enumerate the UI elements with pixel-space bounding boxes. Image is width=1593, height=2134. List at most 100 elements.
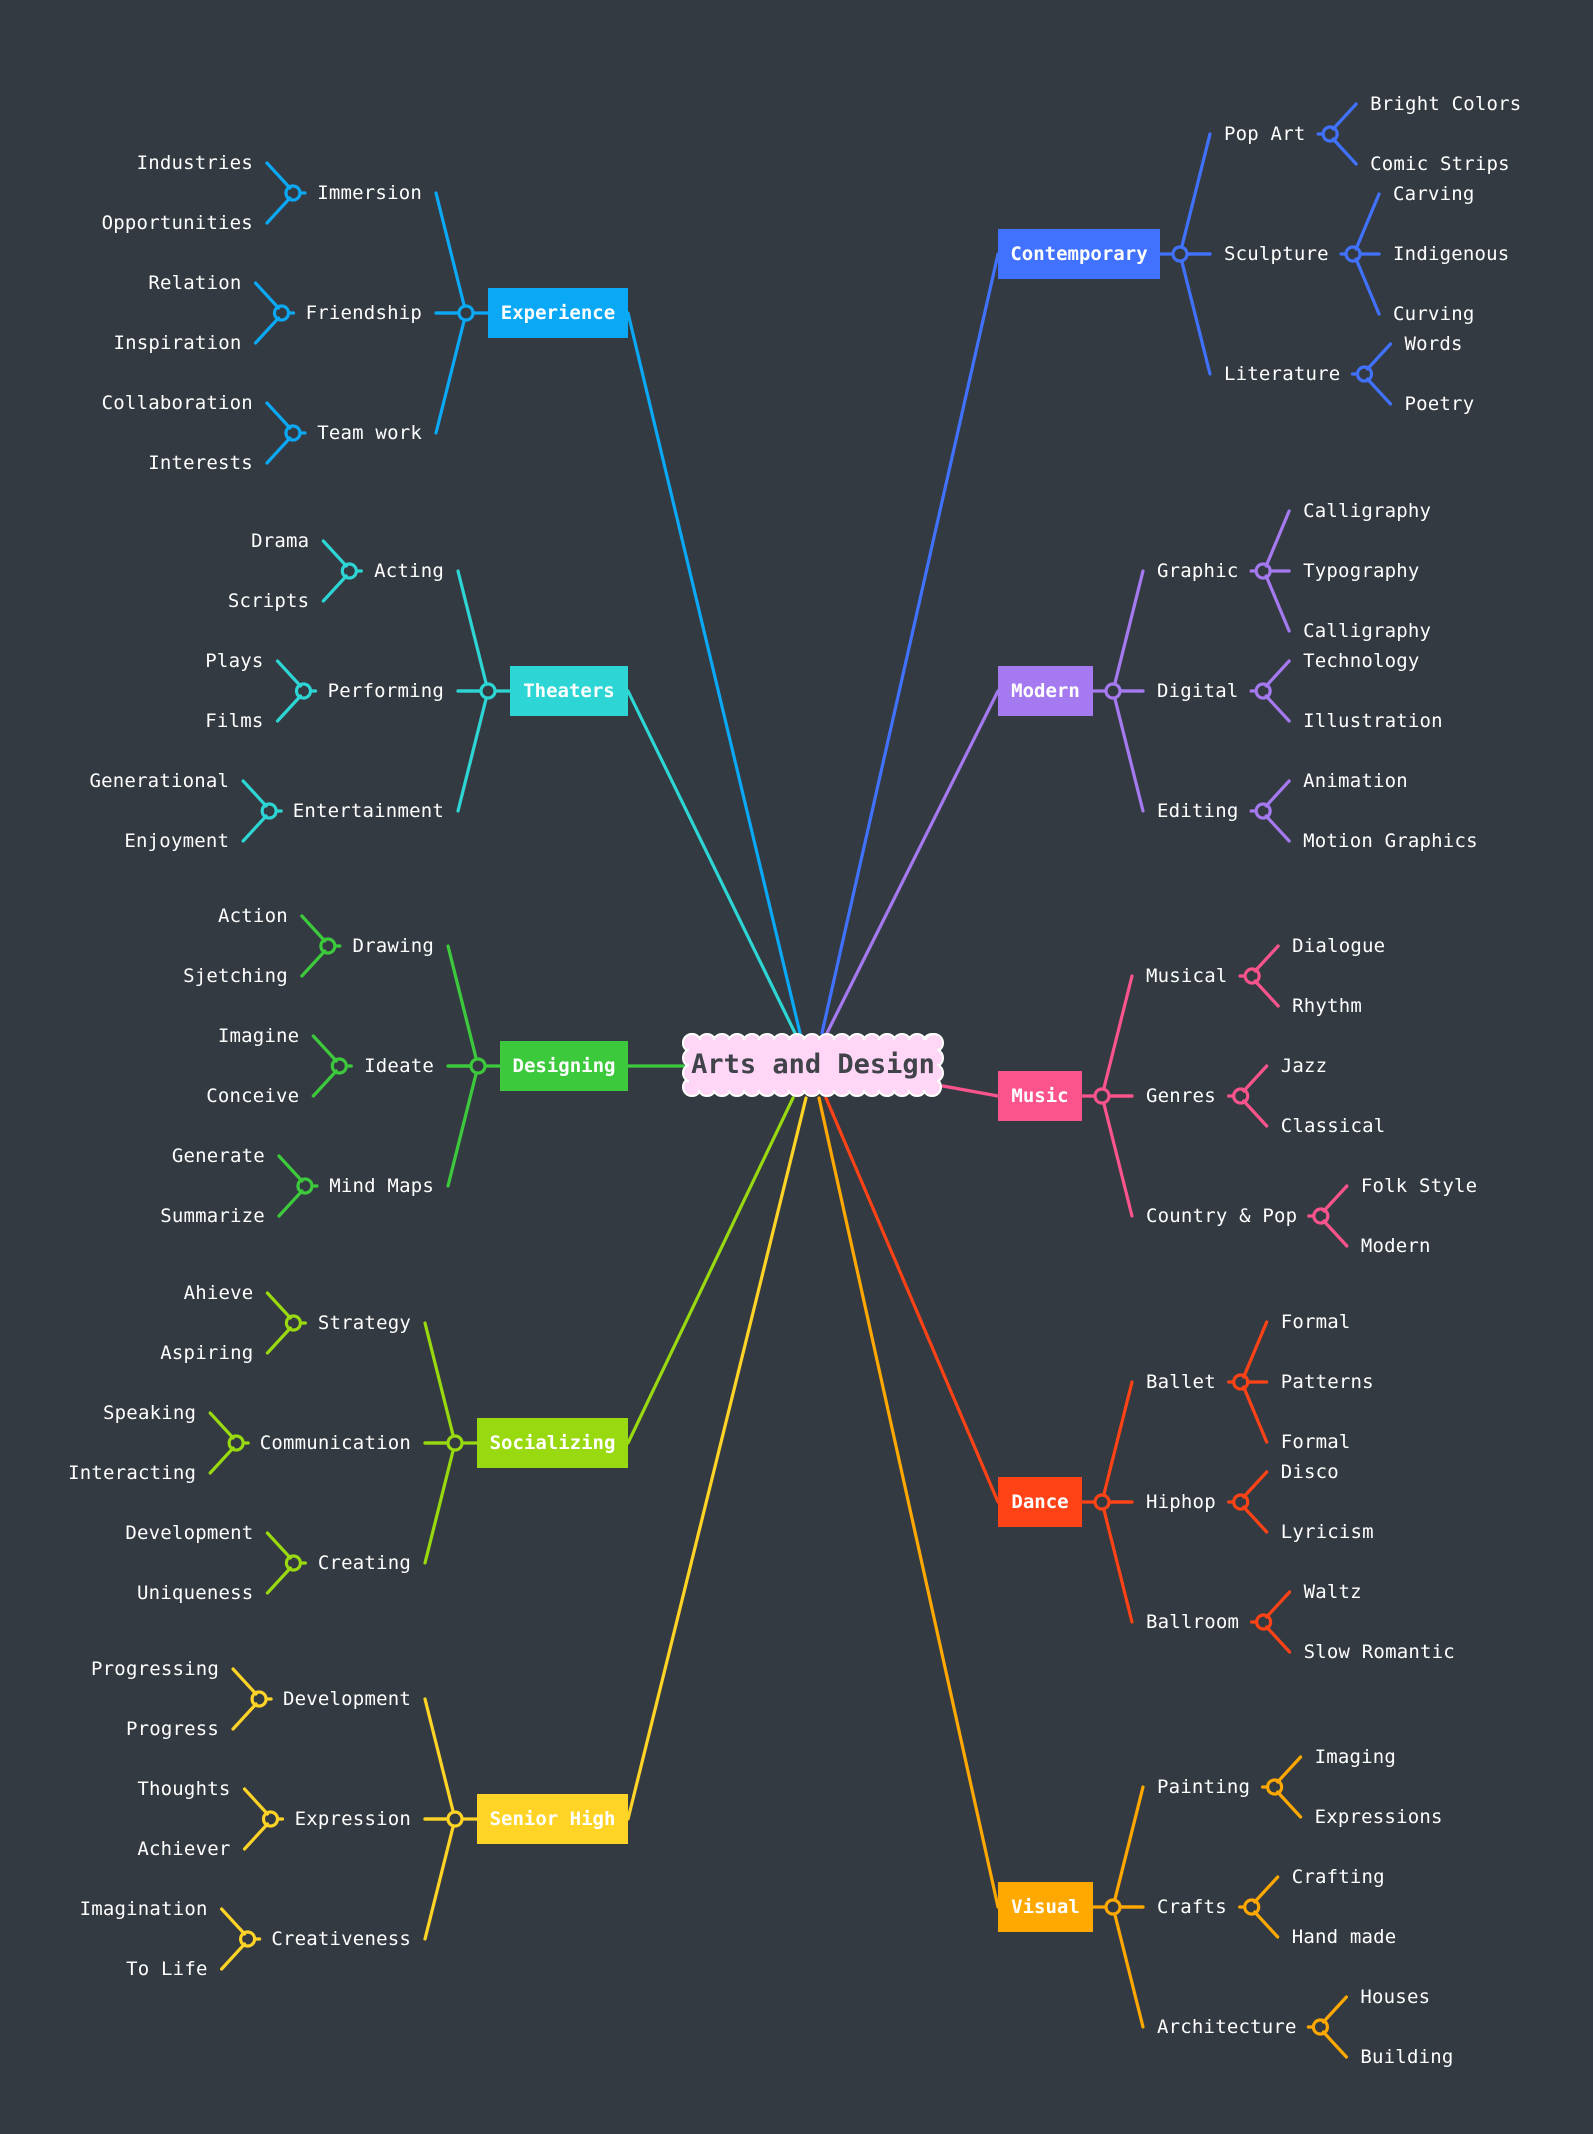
- collapse-toggle-icon[interactable]: [1232, 1373, 1250, 1391]
- leaf-label[interactable]: Modern: [1360, 1235, 1431, 1257]
- leaf-label[interactable]: Formal: [1280, 1431, 1351, 1453]
- collapse-toggle-icon[interactable]: [1093, 1493, 1111, 1511]
- leaf-label[interactable]: Conceive: [206, 1085, 300, 1107]
- subtopic-label[interactable]: Editing: [1157, 800, 1239, 822]
- main-topic-modern[interactable]: Modern: [998, 666, 1093, 716]
- leaf-label[interactable]: Houses: [1360, 1986, 1431, 2008]
- subtopic-label[interactable]: Creativeness: [271, 1928, 411, 1950]
- main-topic-visual[interactable]: Visual: [998, 1882, 1093, 1932]
- collapse-toggle-icon[interactable]: [446, 1810, 464, 1828]
- collapse-toggle-icon[interactable]: [1254, 562, 1272, 580]
- subtopic-label[interactable]: Creating: [317, 1552, 411, 1574]
- leaf-label[interactable]: Animation: [1303, 770, 1408, 792]
- leaf-label[interactable]: Action: [218, 905, 288, 927]
- leaf-label[interactable]: Opportunities: [101, 212, 253, 234]
- subtopic-label[interactable]: Literature: [1224, 363, 1341, 385]
- leaf-label[interactable]: Summarize: [160, 1205, 265, 1227]
- subtopic-label[interactable]: Crafts: [1157, 1896, 1227, 1918]
- main-topic-contemporary[interactable]: Contemporary: [998, 229, 1160, 279]
- leaf-label[interactable]: Uniqueness: [137, 1582, 254, 1604]
- collapse-toggle-icon[interactable]: [457, 304, 475, 322]
- leaf-label[interactable]: Motion Graphics: [1303, 830, 1478, 852]
- leaf-label[interactable]: Illustration: [1303, 710, 1443, 732]
- subtopic-label[interactable]: Strategy: [317, 1312, 411, 1334]
- subtopic-label[interactable]: Ballroom: [1146, 1611, 1240, 1633]
- leaf-label[interactable]: Inspiration: [113, 332, 242, 354]
- collapse-toggle-icon[interactable]: [469, 1057, 487, 1075]
- leaf-label[interactable]: Typography: [1303, 560, 1420, 582]
- leaf-label[interactable]: Expressions: [1314, 1806, 1443, 1828]
- leaf-label[interactable]: Waltz: [1303, 1581, 1362, 1603]
- subtopic-label[interactable]: Hiphop: [1146, 1491, 1216, 1513]
- subtopic-label[interactable]: Ballet: [1146, 1371, 1216, 1393]
- leaf-label[interactable]: Poetry: [1404, 393, 1475, 415]
- main-topic-music[interactable]: Music: [998, 1071, 1082, 1121]
- leaf-label[interactable]: Comic Strips: [1370, 153, 1510, 175]
- subtopic-label[interactable]: Expression: [294, 1808, 411, 1830]
- collapse-toggle-icon[interactable]: [1104, 682, 1122, 700]
- leaf-label[interactable]: Calligraphy: [1303, 620, 1432, 642]
- leaf-label[interactable]: Collaboration: [101, 392, 253, 414]
- collapse-toggle-icon[interactable]: [479, 682, 497, 700]
- root-node[interactable]: Arts and Design: [683, 1034, 943, 1096]
- leaf-label[interactable]: Progress: [125, 1718, 220, 1740]
- main-topic-theaters[interactable]: Theaters: [510, 666, 628, 716]
- leaf-label[interactable]: Jazz: [1280, 1055, 1328, 1077]
- subtopic-label[interactable]: Graphic: [1157, 560, 1239, 582]
- main-topic-experience[interactable]: Experience: [488, 288, 628, 338]
- leaf-label[interactable]: Imaging: [1314, 1746, 1397, 1768]
- leaf-label[interactable]: Disco: [1280, 1461, 1339, 1483]
- leaf-label[interactable]: Plays: [205, 650, 264, 672]
- subtopic-label[interactable]: Architecture: [1157, 2016, 1297, 2038]
- leaf-label[interactable]: Classical: [1280, 1115, 1386, 1137]
- leaf-label[interactable]: Relation: [148, 272, 242, 294]
- leaf-label[interactable]: Development: [125, 1522, 254, 1544]
- leaf-label[interactable]: Industries: [136, 152, 253, 174]
- leaf-label[interactable]: Carving: [1393, 183, 1475, 205]
- leaf-label[interactable]: Dialogue: [1292, 935, 1386, 957]
- leaf-label[interactable]: Bright Colors: [1370, 93, 1522, 115]
- leaf-label[interactable]: Imagination: [79, 1898, 208, 1920]
- collapse-toggle-icon[interactable]: [1104, 1898, 1122, 1916]
- collapse-toggle-icon[interactable]: [1093, 1087, 1111, 1105]
- leaf-label[interactable]: Aspiring: [160, 1342, 254, 1364]
- leaf-label[interactable]: Interacting: [68, 1462, 197, 1484]
- leaf-label[interactable]: Imagine: [217, 1025, 300, 1047]
- subtopic-label[interactable]: Mind Maps: [329, 1175, 434, 1197]
- subtopic-label[interactable]: Communication: [259, 1432, 411, 1454]
- subtopic-label[interactable]: Digital: [1157, 680, 1239, 702]
- subtopic-label[interactable]: Sculpture: [1224, 243, 1329, 265]
- subtopic-label[interactable]: Ideate: [364, 1055, 434, 1077]
- leaf-label[interactable]: Hand made: [1291, 1926, 1397, 1948]
- leaf-label[interactable]: Progressing: [91, 1658, 220, 1680]
- subtopic-label[interactable]: Country & Pop: [1146, 1205, 1298, 1227]
- subtopic-label[interactable]: Development: [282, 1688, 411, 1710]
- main-topic-dance[interactable]: Dance: [998, 1477, 1082, 1527]
- subtopic-label[interactable]: Genres: [1146, 1085, 1216, 1107]
- leaf-label[interactable]: Lyricism: [1280, 1521, 1374, 1543]
- leaf-label[interactable]: Drama: [251, 530, 310, 552]
- subtopic-label[interactable]: Pop Art: [1224, 123, 1306, 145]
- main-topic-senior-high[interactable]: Senior High: [477, 1794, 628, 1844]
- leaf-label[interactable]: Generate: [171, 1145, 265, 1167]
- leaf-label[interactable]: Films: [205, 710, 264, 732]
- leaf-label[interactable]: Calligraphy: [1303, 500, 1432, 522]
- leaf-label[interactable]: Interests: [148, 452, 253, 474]
- collapse-toggle-icon[interactable]: [446, 1434, 464, 1452]
- subtopic-label[interactable]: Painting: [1157, 1776, 1251, 1798]
- leaf-label[interactable]: Curving: [1393, 303, 1475, 325]
- leaf-label[interactable]: Indigenous: [1393, 243, 1510, 265]
- subtopic-label[interactable]: Friendship: [305, 302, 422, 324]
- leaf-label[interactable]: Thoughts: [137, 1778, 231, 1800]
- leaf-label[interactable]: Building: [1360, 2046, 1454, 2068]
- subtopic-label[interactable]: Acting: [374, 560, 444, 582]
- leaf-label[interactable]: Ahieve: [183, 1282, 254, 1304]
- subtopic-label[interactable]: Drawing: [352, 935, 434, 957]
- leaf-label[interactable]: Speaking: [103, 1402, 197, 1424]
- collapse-toggle-icon[interactable]: [1344, 245, 1362, 263]
- collapse-toggle-icon[interactable]: [1171, 245, 1189, 263]
- leaf-label[interactable]: Words: [1404, 333, 1463, 355]
- leaf-label[interactable]: To Life: [126, 1958, 208, 1980]
- leaf-label[interactable]: Formal: [1280, 1311, 1351, 1333]
- leaf-label[interactable]: Achiever: [137, 1838, 231, 1860]
